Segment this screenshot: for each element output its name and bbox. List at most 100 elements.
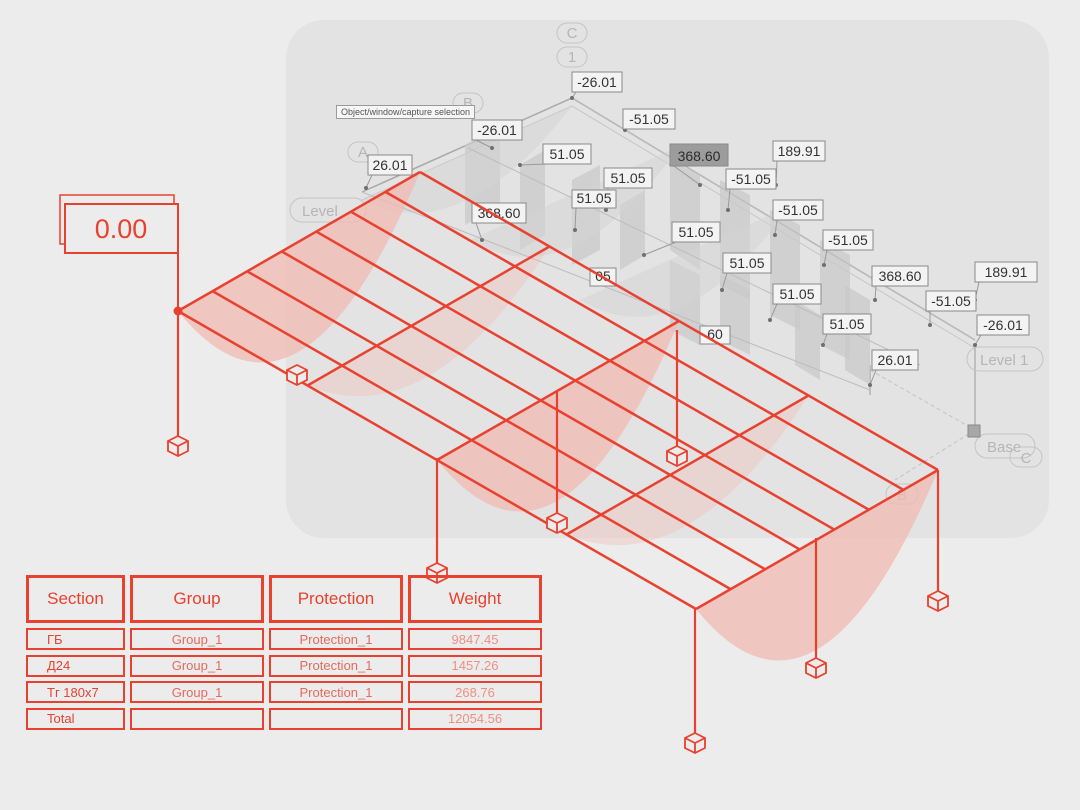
- force-label: 26.01: [364, 154, 413, 190]
- force-label: -51.05: [725, 168, 777, 212]
- table-row-label: Д24: [26, 654, 125, 677]
- table-row-label: Тг 180х7: [26, 681, 125, 703]
- force-label-value: 51.05: [678, 224, 713, 240]
- force-label-value: 368.60: [879, 268, 922, 284]
- roof-transverse-beam: [177, 170, 421, 313]
- elevation-value: 0.00: [95, 214, 148, 244]
- force-label: 51.05: [571, 189, 617, 232]
- force-label: 51.05: [642, 221, 721, 257]
- grid-bubbles: C 1 B A Level Level 1 Base C B: [289, 22, 1044, 505]
- table-cell: Group_1: [130, 681, 264, 703]
- force-label-value: -51.05: [931, 293, 971, 309]
- table-cell: 12054.56: [408, 707, 542, 730]
- force-label: -26.01: [973, 314, 1030, 347]
- force-label-value: -51.05: [731, 171, 771, 187]
- table-cell: [130, 707, 264, 730]
- elevation-box: [64, 203, 179, 254]
- force-label-value: -26.01: [477, 122, 517, 138]
- force-label: 51.05: [720, 252, 772, 292]
- red-structure-model: [167, 170, 949, 755]
- table-cell: Protection_1: [269, 681, 403, 703]
- support-cube: [684, 731, 706, 755]
- gray-beam: [361, 191, 871, 391]
- moment-diagram-red: [307, 246, 550, 397]
- moment-diagram-gray: [620, 190, 645, 270]
- table-cell: 9847.45: [408, 628, 542, 650]
- moment-diagram-gray: [795, 300, 820, 380]
- grid-bubble-label: 1: [568, 49, 576, 66]
- roof-transverse-beam: [565, 394, 810, 536]
- level-bubble: [974, 433, 1036, 459]
- grid-bubble-label: C: [567, 25, 578, 42]
- table-cell: 268.76: [408, 681, 542, 703]
- force-label-value: -26.01: [577, 74, 617, 90]
- table-cell: Group_1: [130, 628, 264, 650]
- force-label-value: 60: [707, 326, 723, 342]
- table-cell: 1457.26: [408, 654, 542, 677]
- table-cell: Protection_1: [269, 628, 403, 650]
- force-label-value: 189.91: [985, 264, 1028, 280]
- table-cell: Protection_1: [269, 654, 403, 677]
- roof-transverse-beam: [306, 245, 551, 387]
- force-label-value: 51.05: [576, 190, 611, 206]
- force-label: -51.05: [822, 229, 874, 267]
- support-cube: [286, 363, 308, 387]
- moment-diagram-gray: [580, 206, 790, 317]
- table-header-cell: Protection: [269, 575, 403, 623]
- moment-diagram-red: [566, 395, 809, 546]
- force-label: 51.05: [821, 313, 872, 347]
- grid-bubble: [556, 22, 588, 44]
- force-label-value: -51.05: [828, 232, 868, 248]
- force-label: -26.01: [570, 71, 623, 100]
- table-row-label: ГБ: [26, 628, 125, 650]
- force-label-value: -51.05: [629, 111, 669, 127]
- table-header-cell: Weight: [408, 575, 542, 623]
- force-label: 368.60: [669, 143, 729, 187]
- force-labels: -26.01 -51.05 -26.01 51.05 26.01 368.60 189.91…: [364, 71, 1038, 387]
- force-label-value: 51.05: [549, 146, 584, 162]
- level-bubble-label: Level 1: [980, 352, 1028, 369]
- force-label-value: 51.05: [829, 316, 864, 332]
- level-bubble-label: Level: [302, 203, 338, 220]
- force-label: -51.05: [772, 199, 824, 237]
- grid-bubble: [347, 141, 379, 163]
- force-label: 51.05: [603, 167, 653, 212]
- force-label: -51.05: [622, 108, 676, 132]
- support-cube: [927, 589, 949, 613]
- level-bubble: [966, 346, 1044, 372]
- grid-bubble: [556, 46, 588, 68]
- table-cell: Group_1: [130, 654, 264, 677]
- force-label-value: -26.01: [983, 317, 1023, 333]
- force-label-value: 51.05: [779, 286, 814, 302]
- support-cube: [666, 444, 688, 468]
- grid-bubble-label: B: [463, 95, 473, 112]
- force-label: 26.01: [868, 349, 919, 387]
- force-label: 51.05: [768, 283, 822, 322]
- force-label-value: 189.91: [778, 143, 821, 159]
- force-label-value: 368.60: [678, 148, 721, 164]
- force-label: 189.91: [772, 140, 826, 187]
- table-header-cell: Group: [130, 575, 264, 623]
- force-label-value: 51.05: [610, 170, 645, 186]
- force-label-value: 51.05: [729, 255, 764, 271]
- force-label-value: 26.01: [372, 157, 407, 173]
- force-label-value: 26.01: [877, 352, 912, 368]
- force-label: 51.05: [518, 143, 592, 167]
- support-cube: [426, 561, 448, 585]
- gray-support-cube: [967, 424, 981, 438]
- force-label: 368.60: [471, 202, 527, 242]
- support-cube: [546, 511, 568, 535]
- support-cube: [167, 434, 189, 458]
- force-label-value: -51.05: [778, 202, 818, 218]
- level-bubble-label: Base: [987, 439, 1021, 456]
- elevation-point: [173, 306, 183, 316]
- grid-bubble: [1009, 446, 1043, 468]
- selection-tooltip: Object/window/capture selection: [336, 105, 476, 119]
- table-header-cell: Section: [26, 575, 125, 623]
- force-label: 60: [699, 325, 731, 345]
- table-cell: [269, 707, 403, 730]
- force-label-value: 368.60: [478, 205, 521, 221]
- moment-diagram-red: [178, 172, 420, 363]
